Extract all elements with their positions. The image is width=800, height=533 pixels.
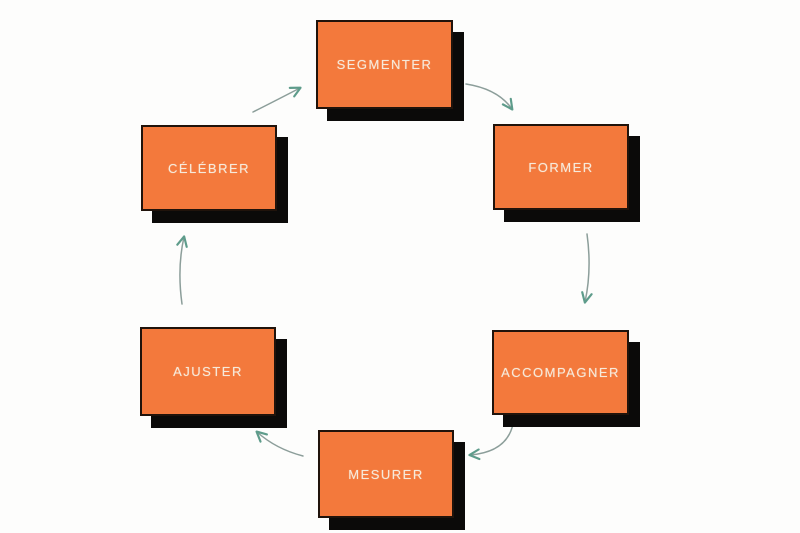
arrow-accompagner-to-mesurer bbox=[468, 423, 514, 461]
node-mesurer: MESURER bbox=[318, 430, 454, 518]
node-mesurer-label: MESURER bbox=[348, 466, 424, 482]
arrow-mesurer-to-ajuster bbox=[255, 430, 304, 457]
node-former-label: FORMER bbox=[528, 159, 594, 175]
node-accompagner: ACCOMPAGNER bbox=[492, 330, 629, 415]
arrow-celebrer-to-segmenter bbox=[252, 86, 302, 113]
node-celebrer: CÉLÉBRER bbox=[141, 125, 277, 211]
node-ajuster: AJUSTER bbox=[140, 327, 276, 416]
arrow-former-to-accompagner bbox=[581, 233, 593, 304]
node-former: FORMER bbox=[493, 124, 629, 210]
node-accompagner-label: ACCOMPAGNER bbox=[501, 365, 620, 380]
node-ajuster-label: AJUSTER bbox=[173, 364, 243, 379]
arrow-ajuster-to-celebrer bbox=[176, 235, 188, 305]
node-segmenter: SEGMENTER bbox=[316, 20, 453, 109]
node-celebrer-label: CÉLÉBRER bbox=[167, 160, 251, 176]
arrow-segmenter-to-former bbox=[465, 83, 514, 111]
node-segmenter-label: SEGMENTER bbox=[336, 57, 433, 72]
